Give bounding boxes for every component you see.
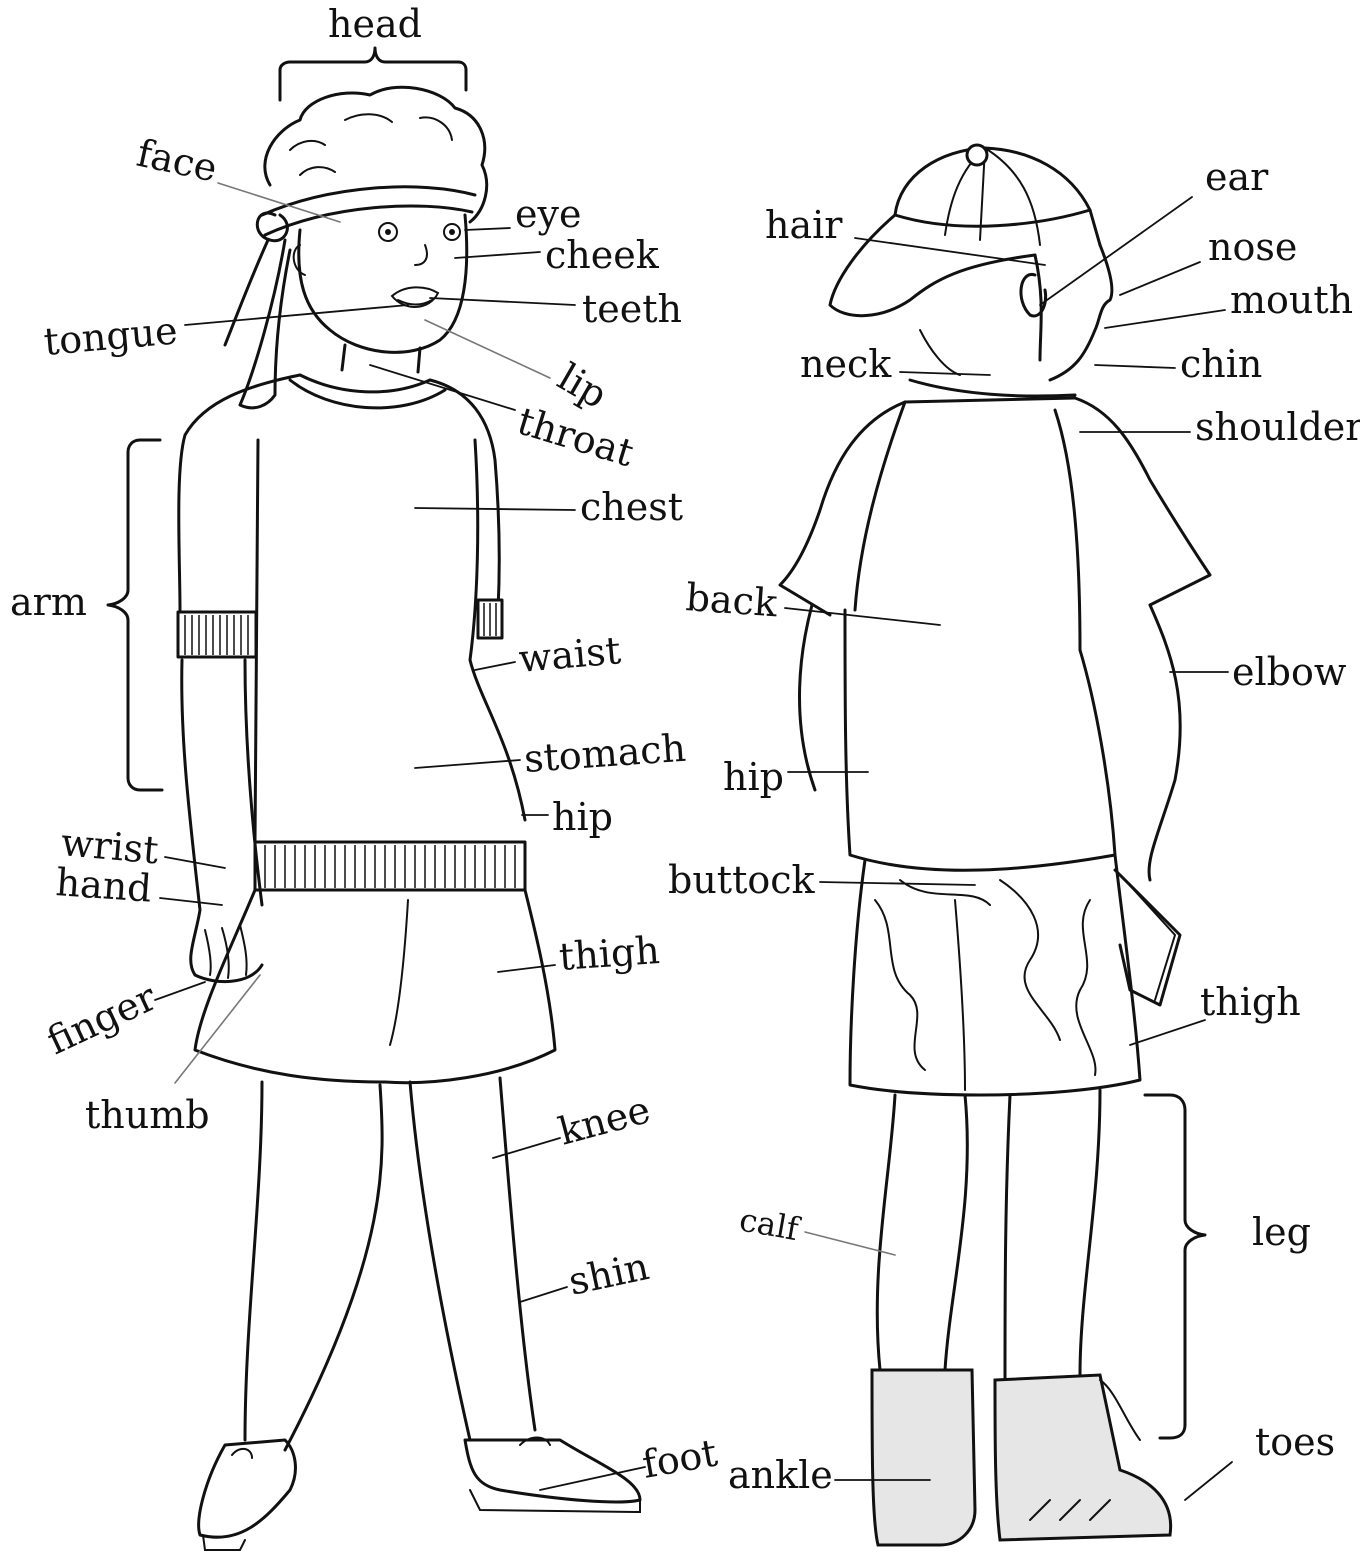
label-elbow: elbow	[1232, 650, 1347, 694]
label-buttock: buttock	[668, 858, 816, 902]
label-waist: waist	[517, 628, 623, 681]
label-chin: chin	[1180, 342, 1262, 386]
label-eye: eye	[515, 192, 581, 236]
label-tongue: tongue	[42, 308, 179, 364]
label-neck: neck	[800, 342, 892, 386]
label-finger: finger	[40, 974, 163, 1063]
label-toes: toes	[1255, 1420, 1335, 1464]
leader-lines	[108, 48, 1232, 1500]
label-chest: chest	[580, 485, 683, 529]
label-ankle: ankle	[728, 1453, 833, 1497]
label-cheek: cheek	[545, 233, 660, 277]
label-calf: calf	[737, 1200, 804, 1248]
label-head: head	[328, 2, 422, 46]
label-hip-front: hip	[552, 795, 613, 839]
label-ear: ear	[1205, 155, 1269, 199]
label-face: face	[133, 131, 221, 191]
label-throat: throat	[512, 399, 638, 476]
label-thigh-front: thigh	[558, 928, 662, 979]
label-nose: nose	[1208, 225, 1297, 269]
label-thigh-back: thigh	[1200, 980, 1301, 1024]
label-mouth: mouth	[1230, 278, 1353, 322]
label-hip-back: hip	[723, 755, 784, 799]
labels: head face eye cheek teeth tongue lip thr…	[10, 2, 1360, 1497]
leg-bracket	[1145, 1095, 1205, 1438]
label-teeth: teeth	[582, 287, 682, 331]
arm-bracket	[108, 440, 162, 790]
label-arm: arm	[10, 580, 87, 624]
label-shoulder: shoulder	[1195, 405, 1360, 449]
label-shin: shin	[565, 1244, 653, 1304]
label-foot: foot	[639, 1430, 721, 1486]
label-hand: hand	[54, 860, 153, 911]
label-leg: leg	[1252, 1210, 1311, 1254]
label-hair: hair	[765, 203, 843, 247]
label-knee: knee	[554, 1087, 655, 1153]
label-thumb: thumb	[85, 1093, 210, 1137]
label-back: back	[684, 575, 779, 625]
label-lip: lip	[551, 355, 615, 417]
label-stomach: stomach	[523, 726, 688, 781]
